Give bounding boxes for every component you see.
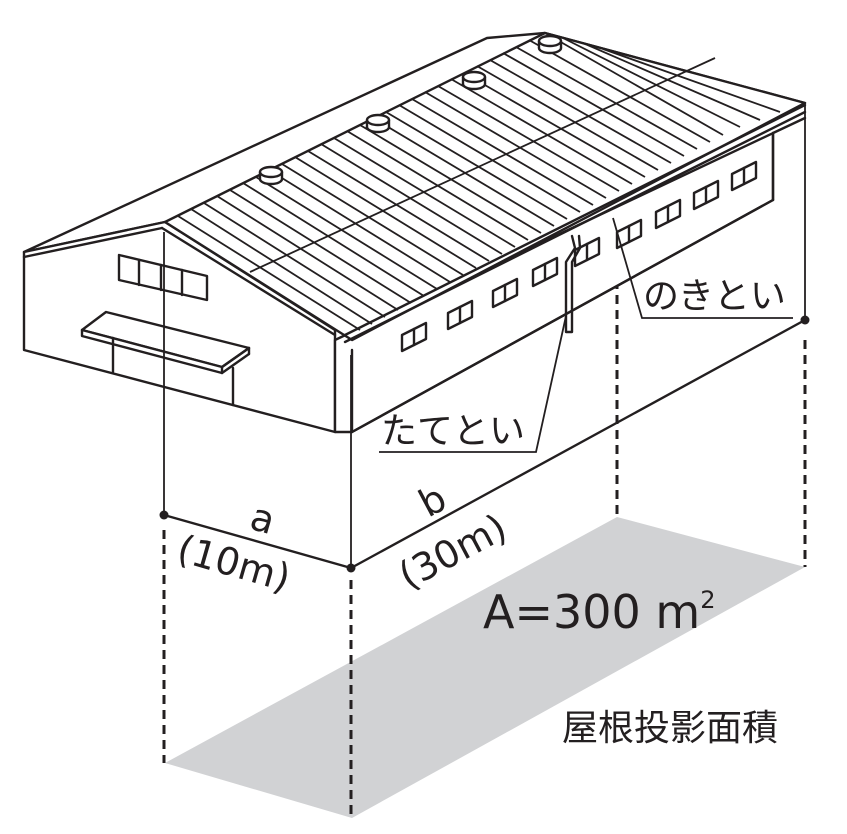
area-exponent: 2 bbox=[700, 586, 715, 614]
eaves-edge bbox=[343, 103, 807, 337]
dimension-b-symbol: b bbox=[412, 476, 454, 526]
downspout-label: たてとい bbox=[381, 411, 525, 452]
ridge-vents bbox=[258, 34, 563, 186]
dimension-point bbox=[346, 563, 356, 573]
dimension-a-symbol: a bbox=[246, 494, 281, 543]
area-formula: A=300 m2 bbox=[483, 585, 716, 639]
eaves-gutter-label: のきとい bbox=[643, 276, 786, 317]
warehouse-building bbox=[22, 31, 807, 434]
leader-lines bbox=[379, 217, 793, 453]
dimension-point bbox=[800, 315, 810, 325]
ridge-vent bbox=[258, 165, 284, 186]
roof-purlin-line bbox=[249, 57, 716, 273]
gable-window bbox=[117, 253, 209, 302]
dimension-lines bbox=[159, 315, 810, 573]
roof-projection-area bbox=[165, 517, 805, 818]
downspout-pipe bbox=[564, 234, 582, 334]
ridge-vent bbox=[461, 70, 487, 91]
dimension-point bbox=[159, 510, 169, 520]
projection-dashed-lines bbox=[162, 280, 807, 818]
dimension-a-value: (10m) bbox=[173, 526, 296, 600]
reference-lines bbox=[163, 105, 806, 568]
ridge-vent bbox=[537, 34, 563, 55]
ridge-vent bbox=[365, 113, 391, 134]
roof-projected-area-caption: 屋根投影面積 bbox=[562, 708, 778, 749]
entrance-canopy bbox=[80, 310, 251, 407]
side-windows bbox=[400, 160, 758, 353]
